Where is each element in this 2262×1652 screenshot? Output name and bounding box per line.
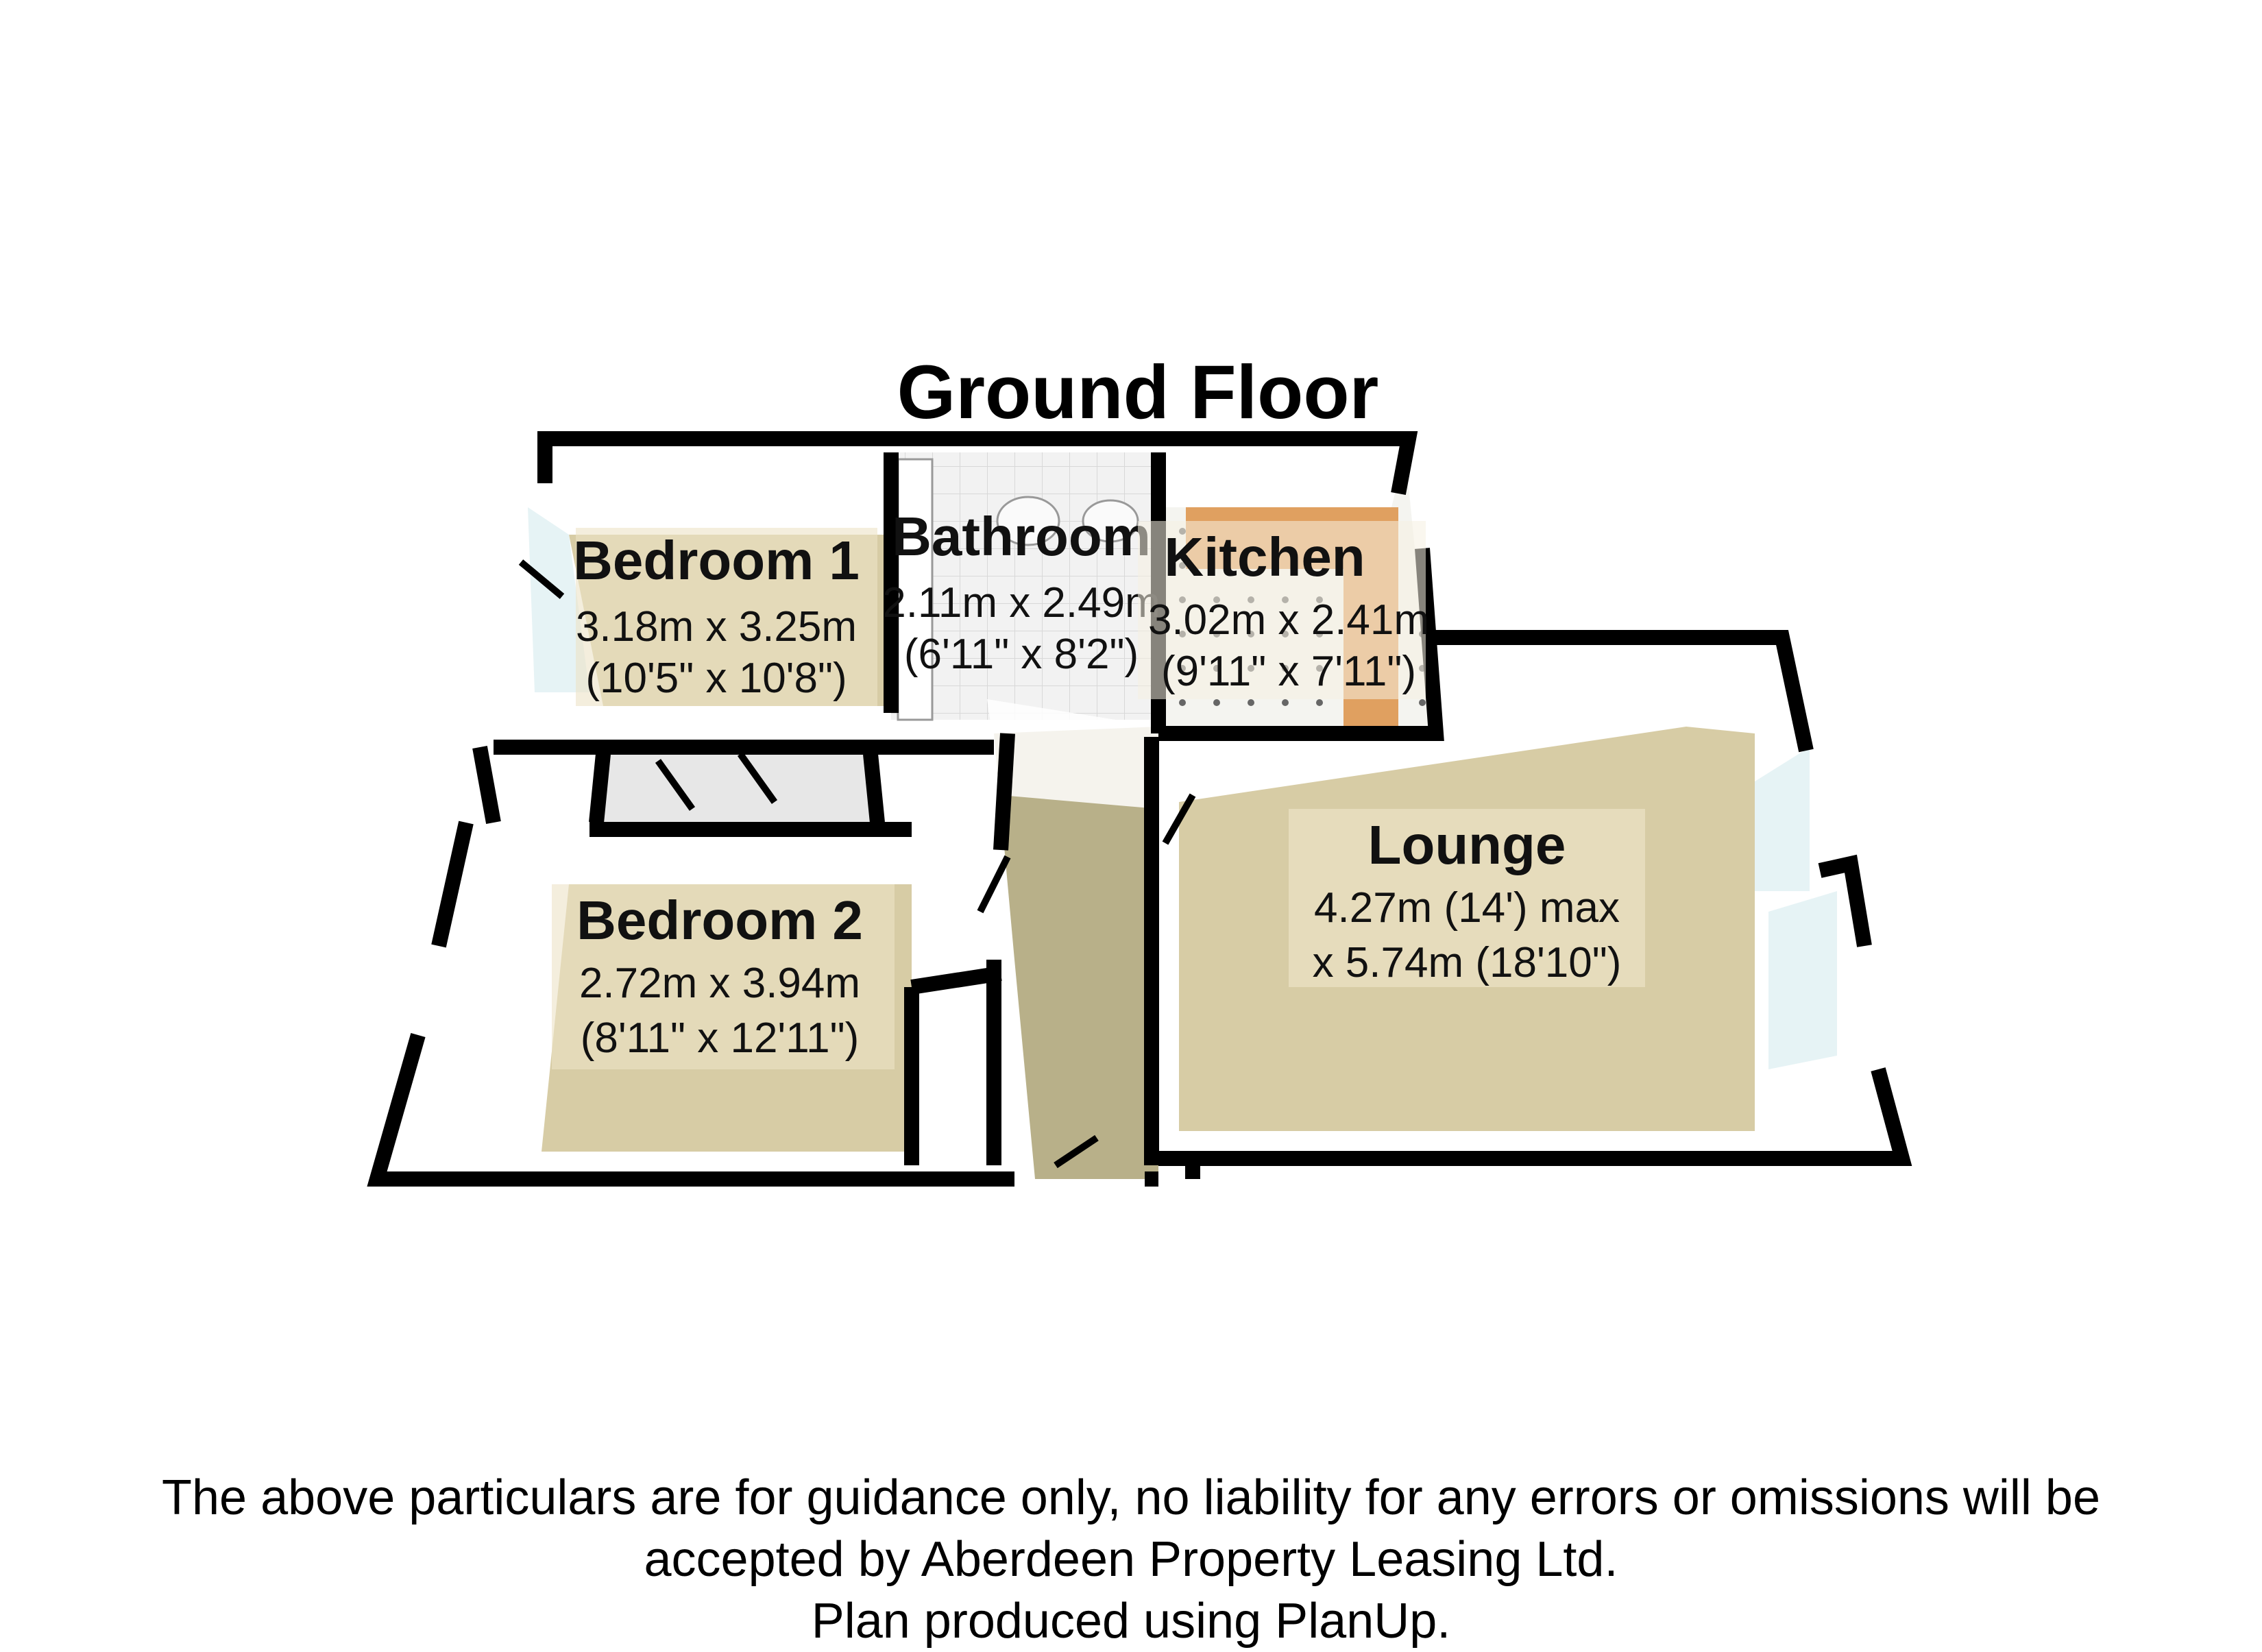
bathroom-name: Bathroom [892,506,1151,567]
bathroom-dim-imperial: (6'11" x 8'2") [904,631,1139,678]
label-bathroom: Bathroom 2.11m x 2.49m (6'11" x 8'2") [882,506,1160,678]
bedroom-1-dim-imperial: (10'5" x 10'8") [585,655,847,702]
floor-title: Ground Floor [897,350,1379,435]
disclaimer-line-2: accepted by Aberdeen Property Leasing Lt… [644,1532,1618,1587]
disclaimer-line-3: Plan produced using PlanUp. [811,1594,1451,1649]
kitchen-dim-imperial: (9'11" x 7'11") [1161,648,1416,695]
lounge-name: Lounge [1368,814,1566,875]
disclaimer-line-1: The above particulars are for guidance o… [162,1470,2100,1525]
label-lounge: Lounge 4.27m (14') max x 5.74m (18'10") [1289,809,1645,987]
kitchen-dim-metric: 3.02m x 2.41m [1148,596,1429,644]
label-bedroom-2: Bedroom 2 2.72m x 3.94m (8'11" x 12'11") [552,884,895,1069]
room-bathroom [891,452,1158,721]
bedroom-2-dim-imperial: (8'11" x 12'11") [581,1015,860,1062]
bedroom-1-dim-metric: 3.18m x 3.25m [576,603,857,651]
disclaimer: The above particulars are for guidance o… [0,1467,2262,1652]
doors [518,559,1196,1169]
label-bedroom-1: Bedroom 1 3.18m x 3.25m (10'5" x 10'8") [573,528,877,706]
lounge-dim-imperial: x 5.74m (18'10") [1313,939,1622,986]
bathroom-dim-metric: 2.11m x 2.49m [882,579,1160,627]
label-kitchen: Kitchen 3.02m x 2.41m (9'11" x 7'11") [1138,521,1429,699]
lounge-dim-metric: 4.27m (14') max [1314,884,1620,932]
walls [367,431,1912,1187]
bedroom-2-name: Bedroom 2 [576,890,863,951]
kitchen-name: Kitchen [1164,526,1365,587]
bedroom-2-dim-metric: 2.72m x 3.94m [579,960,860,1007]
room-hallway [987,699,1158,1179]
bedroom-1-name: Bedroom 1 [573,530,860,591]
